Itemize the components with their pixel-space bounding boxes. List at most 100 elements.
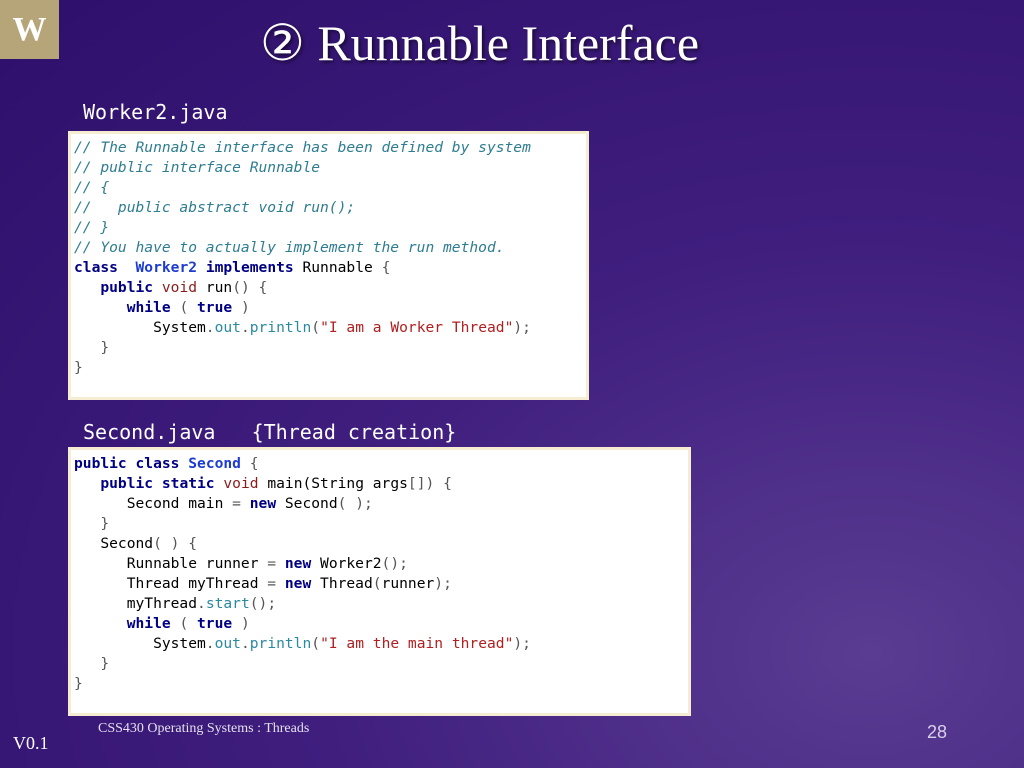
code-token: new: [249, 495, 277, 512]
code-token: // You have to actually implement the ru…: [74, 239, 505, 256]
code-token: Thread: [311, 575, 373, 592]
worker-file-label: Worker2.java: [83, 100, 228, 124]
code-token: [118, 259, 136, 276]
code-line: System.out.println("I am a Worker Thread…: [74, 318, 586, 338]
code-token: {: [381, 259, 391, 276]
page-number: 28: [926, 722, 947, 742]
code-line: public void run() {: [74, 278, 586, 298]
code-token: // The Runnable interface has been defin…: [74, 139, 531, 156]
code-token: while: [126, 615, 171, 632]
code-token: (: [311, 635, 321, 652]
code-token: System: [74, 319, 206, 336]
code-token: ): [232, 615, 250, 632]
code-token: implements: [205, 259, 294, 276]
code-line: Runnable runner = new Worker2();: [74, 554, 688, 574]
code-token: [197, 259, 206, 276]
code-line: // public abstract void run();: [74, 198, 586, 218]
code-line: Second( ) {: [74, 534, 688, 554]
code-token: [153, 475, 162, 492]
second-code-block: public class Second { public static void…: [68, 447, 691, 716]
code-token: (: [311, 319, 321, 336]
code-line: }: [74, 674, 688, 694]
code-token: run: [197, 279, 233, 296]
code-line: // }: [74, 218, 586, 238]
code-token: true: [197, 299, 233, 316]
code-token: Thread myThread: [74, 575, 268, 592]
code-token: {: [249, 455, 259, 472]
code-token: .: [240, 319, 250, 336]
code-line: class Worker2 implements Runnable {: [74, 258, 586, 278]
code-token: main(String args: [258, 475, 408, 492]
slide-footer: CSS430 Operating Systems : Threads: [98, 721, 310, 736]
code-token: .: [197, 595, 206, 612]
second-code-lines: public class Second { public static void…: [74, 454, 688, 694]
code-token: [276, 575, 285, 592]
code-token: .: [205, 319, 215, 336]
code-token: Worker2: [311, 555, 382, 572]
code-token: Second: [188, 455, 241, 472]
code-token: ();: [381, 555, 408, 572]
code-token: public: [100, 475, 154, 492]
code-token: [241, 495, 250, 512]
code-line: public class Second {: [74, 454, 688, 474]
code-line: // public interface Runnable: [74, 158, 586, 178]
code-token: public: [74, 455, 127, 472]
code-line: Thread myThread = new Thread(runner);: [74, 574, 688, 594]
code-token: System: [74, 635, 206, 652]
code-token: .: [240, 635, 250, 652]
code-token: (: [170, 615, 198, 632]
code-token: public: [100, 279, 154, 296]
code-token: [74, 339, 100, 356]
code-token: [74, 299, 127, 316]
code-token: class: [135, 455, 180, 472]
code-line: myThread.start();: [74, 594, 688, 614]
code-line: // You have to actually implement the ru…: [74, 238, 586, 258]
code-token: void: [223, 475, 259, 492]
code-token: }: [74, 675, 83, 692]
code-token: [179, 455, 188, 472]
code-line: }: [74, 514, 688, 534]
version-label: V0.1: [13, 733, 49, 753]
code-token: [276, 555, 285, 572]
code-token: new: [284, 575, 312, 592]
code-token: );: [513, 319, 531, 336]
code-token: [74, 615, 127, 632]
code-line: public static void main(String args[]) {: [74, 474, 688, 494]
university-logo: W: [0, 0, 59, 59]
code-line: while ( true ): [74, 614, 688, 634]
code-token: () {: [232, 279, 268, 296]
code-token: Runnable runner: [74, 555, 268, 572]
code-token: }: [100, 515, 110, 532]
code-line: }: [74, 654, 688, 674]
slide-title: ② Runnable Interface: [260, 15, 700, 71]
code-line: // The Runnable interface has been defin…: [74, 138, 586, 158]
code-token: }: [74, 359, 83, 376]
code-token: new: [284, 555, 312, 572]
code-line: }: [74, 338, 586, 358]
code-token: Second main: [74, 495, 233, 512]
code-token: =: [267, 555, 277, 572]
code-token: [241, 455, 250, 472]
code-line: // {: [74, 178, 586, 198]
code-token: // {: [74, 179, 110, 196]
code-token: ( );: [337, 495, 373, 512]
code-token: Second: [74, 535, 154, 552]
code-token: );: [434, 575, 452, 592]
code-token: Runnable: [293, 259, 382, 276]
code-token: while: [126, 299, 171, 316]
code-token: [74, 515, 100, 532]
worker-code-lines: // The Runnable interface has been defin…: [74, 138, 586, 378]
code-token: (: [170, 299, 198, 316]
code-token: }: [100, 655, 110, 672]
code-token: void: [161, 279, 198, 296]
code-token: myThread: [74, 595, 198, 612]
code-token: .: [205, 635, 215, 652]
code-line: while ( true ): [74, 298, 586, 318]
code-token: true: [197, 615, 233, 632]
code-token: [74, 279, 100, 296]
code-line: System.out.println("I am the main thread…: [74, 634, 688, 654]
code-token: ();: [249, 595, 277, 612]
code-token: );: [513, 635, 531, 652]
code-line: }: [74, 358, 586, 378]
code-token: }: [100, 339, 110, 356]
